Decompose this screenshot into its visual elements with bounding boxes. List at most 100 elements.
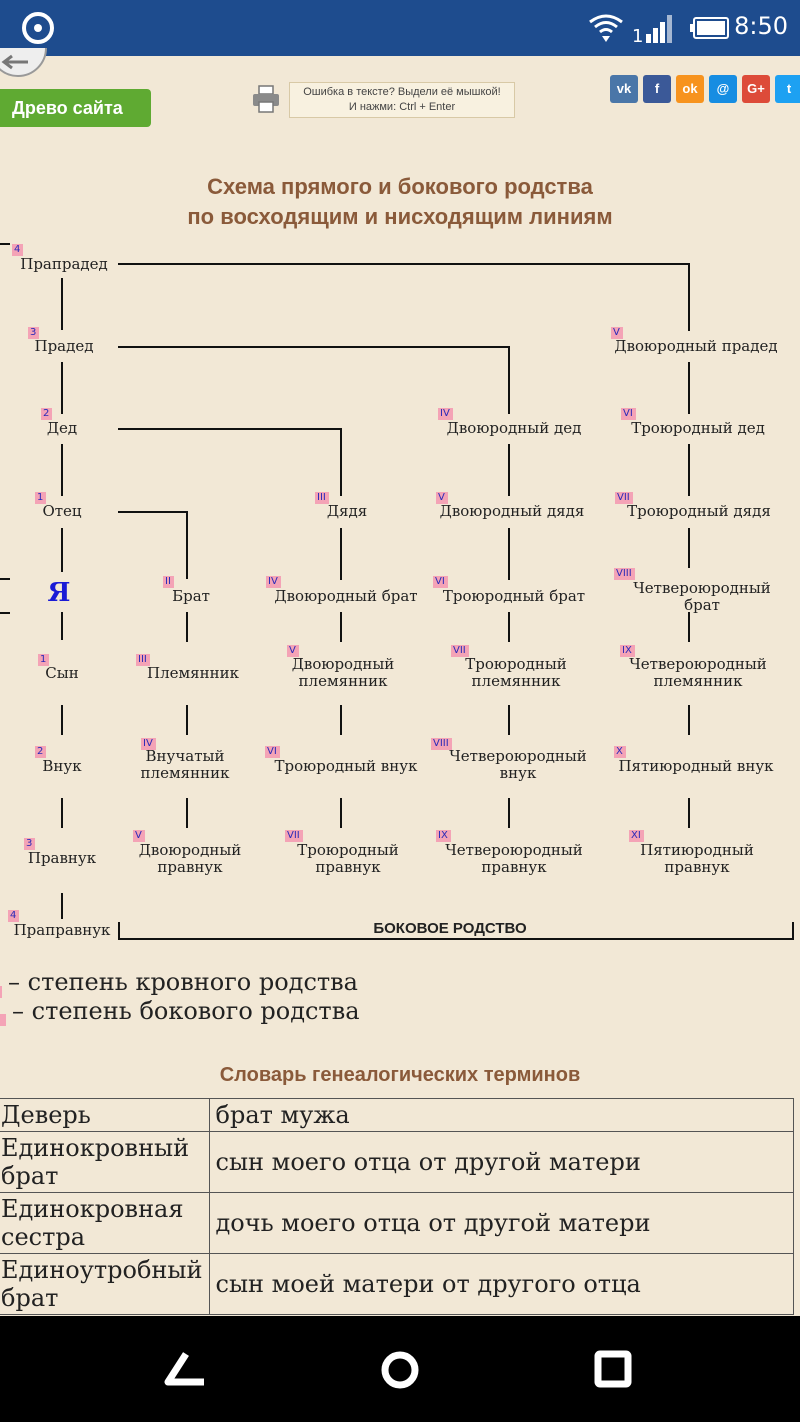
degree-badge: IV xyxy=(438,408,453,420)
app-icon xyxy=(22,12,54,44)
connector-line xyxy=(688,362,690,414)
error-hint-line2: И нажми: Ctrl + Enter xyxy=(348,101,456,113)
share-moimir-button[interactable]: @ xyxy=(709,75,737,103)
node-chplem: Четвероюродный племянник xyxy=(629,655,767,690)
degree-badge: IV xyxy=(141,738,156,750)
node-brat: Брат xyxy=(172,587,210,605)
connector-line xyxy=(688,798,690,828)
connector-line xyxy=(688,705,690,735)
node-trvnuk: Троюродный внук xyxy=(274,757,418,775)
connector-line xyxy=(61,612,63,640)
connector-line xyxy=(0,243,10,245)
share-vk-button[interactable]: vk xyxy=(610,75,638,103)
connector-line xyxy=(508,444,510,496)
node-dvpraded: Двоюродный прадед xyxy=(614,337,778,355)
legend-side-swatch xyxy=(0,1014,6,1026)
degree-badge: VI xyxy=(621,408,636,420)
connector-line xyxy=(508,705,510,735)
connector-line xyxy=(61,362,63,414)
degree-badge: V xyxy=(436,492,448,504)
site-tree-button[interactable]: Древо сайта xyxy=(0,89,151,127)
svg-text:1: 1 xyxy=(632,26,643,44)
degree-badge: VII xyxy=(285,830,303,842)
dictionary-definition: брат мужа xyxy=(208,1098,794,1132)
degree-badge: 1 xyxy=(35,492,47,504)
print-icon[interactable] xyxy=(251,84,281,114)
share-googleplus-button[interactable]: G+ xyxy=(742,75,770,103)
connector-line xyxy=(118,346,509,348)
node-pravnuk: Правнук xyxy=(27,849,97,867)
connector-line xyxy=(186,798,188,828)
node-trbrat: Троюродный брат xyxy=(442,587,586,605)
connector-line xyxy=(61,798,63,828)
battery-icon xyxy=(690,17,729,39)
back-icon[interactable] xyxy=(0,48,48,80)
connector-line xyxy=(0,578,10,580)
node-trplem: Троюродный племянник xyxy=(465,655,567,690)
connector-line xyxy=(688,612,690,642)
degree-badge: VI xyxy=(433,576,448,588)
side-kinship-label: БОКОВОЕ РОДСТВО xyxy=(373,920,527,937)
node-pypravnuk: Пятиюродный правнук xyxy=(640,841,754,876)
dictionary-term: Единокровная сестра xyxy=(0,1192,210,1254)
node-chbrat: Четвероюродный брат xyxy=(633,579,771,614)
connector-line xyxy=(340,528,342,580)
node-trpravnuk: Троюродный правнук xyxy=(297,841,399,876)
connector-line xyxy=(508,612,510,642)
node-otec: Отец xyxy=(42,502,82,520)
node-dyadya: Дядя xyxy=(326,502,368,520)
dictionary-definition: сын моей матери от другого отца xyxy=(208,1253,794,1315)
connector-line xyxy=(61,528,63,572)
degree-badge: X xyxy=(614,746,626,758)
connector-line xyxy=(508,528,510,580)
node-dvdyadya: Двоюродный дядя xyxy=(439,502,585,520)
share-facebook-button[interactable]: f xyxy=(643,75,671,103)
home-nav-icon[interactable] xyxy=(378,1348,422,1392)
clock: 8:50 xyxy=(734,12,788,40)
degree-badge: III xyxy=(136,654,150,666)
degree-badge: III xyxy=(315,492,329,504)
back-nav-icon[interactable] xyxy=(164,1348,208,1388)
node-plemyannik: Племянник xyxy=(147,664,239,682)
node-dvbrat: Двоюродный брат xyxy=(274,587,418,605)
connector-line xyxy=(340,705,342,735)
node-trdyadya: Троюродный дядя xyxy=(627,502,771,520)
signal-icon: 1 xyxy=(632,15,672,44)
node-self: Я xyxy=(47,578,71,608)
wifi-icon xyxy=(589,14,623,42)
degree-badge: V xyxy=(133,830,145,842)
share-odnoklassniki-button[interactable]: ok xyxy=(676,75,704,103)
scheme-title: Схема прямого и бокового родства по восх… xyxy=(0,172,800,232)
degree-badge: IX xyxy=(620,645,635,657)
node-dvpravnuk: Двоюродный правнук xyxy=(138,841,242,876)
dictionary-term: Единокровный брат xyxy=(0,1131,210,1193)
status-bar: 1 8:50 xyxy=(0,0,800,56)
connector-line xyxy=(508,798,510,828)
recents-nav-icon[interactable] xyxy=(594,1350,634,1390)
share-twitter-button[interactable]: t xyxy=(775,75,800,103)
connector-line xyxy=(61,705,63,735)
node-ded: Дед xyxy=(46,419,78,437)
connector-line xyxy=(340,428,342,496)
dictionary-term: Единоутробный брат xyxy=(0,1253,210,1315)
error-hint-line1: Ошибка в тексте? Выдели её мышкой! xyxy=(303,86,501,98)
connector-line xyxy=(61,444,63,496)
degree-badge: 2 xyxy=(35,746,47,758)
node-praded: Прадед xyxy=(34,337,94,355)
dictionary-title: Словарь генеалогических терминов xyxy=(219,1064,581,1086)
connector-line xyxy=(792,922,794,940)
node-vnuk: Внук xyxy=(42,757,82,775)
degree-badge: 4 xyxy=(8,910,20,922)
legend-blood-swatch xyxy=(0,986,2,998)
degree-badge: IX xyxy=(436,830,451,842)
connector-line xyxy=(118,428,341,430)
degree-badge: 1 xyxy=(38,654,50,666)
connector-line xyxy=(688,263,690,331)
node-syn: Сын xyxy=(45,664,79,682)
connector-line xyxy=(118,938,794,940)
error-report-hint: Ошибка в тексте? Выдели её мышкой! И наж… xyxy=(289,82,515,118)
degree-badge: VI xyxy=(265,746,280,758)
